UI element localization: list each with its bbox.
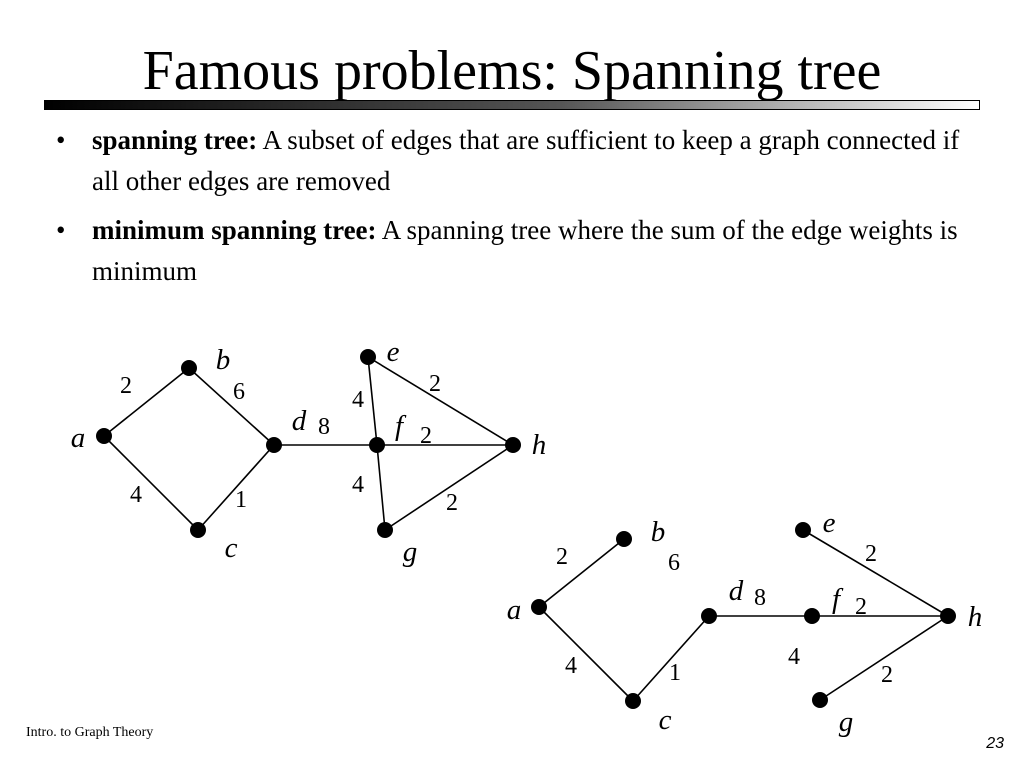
edge-weight-f-g: 4 — [352, 472, 364, 498]
edge-weight-d-f: 8 — [754, 585, 766, 611]
node-h — [940, 608, 956, 624]
edge-weight-c-d: 1 — [669, 660, 681, 686]
edge-weight-g-h: 2 — [446, 490, 458, 516]
node-d — [266, 437, 282, 453]
edge-e-f — [367, 356, 378, 446]
node-g — [812, 692, 828, 708]
node-e — [795, 522, 811, 538]
node-label-f: f — [832, 583, 844, 615]
edge-weight-a-b: 2 — [120, 373, 132, 399]
slide-number: 23 — [986, 735, 1004, 752]
node-label-g: g — [403, 536, 418, 568]
node-label-b: b — [216, 344, 231, 376]
edge-weight-g-h: 2 — [881, 662, 893, 688]
edge-g-h — [384, 444, 514, 531]
node-e — [360, 349, 376, 365]
node-b — [181, 360, 197, 376]
node-label-d: d — [292, 405, 307, 437]
edge-f-g — [376, 444, 386, 531]
edge-a-c — [538, 606, 634, 702]
edge-e-h — [367, 356, 514, 446]
bullet-text: A spanning tree where the sum of the edg… — [92, 215, 958, 286]
edge-c-d — [197, 444, 275, 531]
node-label-g: g — [839, 706, 854, 738]
bullet-spanning-tree: • spanning tree: A subset of edges that … — [56, 120, 986, 202]
node-label-b: b — [651, 516, 666, 548]
edge-weight-f-h: 2 — [420, 423, 432, 449]
node-label-c: c — [659, 704, 672, 736]
edge-e-h — [802, 529, 949, 617]
node-b — [616, 531, 632, 547]
node-label-f: f — [395, 410, 407, 442]
node-c — [625, 693, 641, 709]
slide-title: Famous problems: Spanning tree — [142, 40, 882, 102]
edge-a-b — [538, 538, 625, 608]
weight-label-near-f: 4 — [788, 644, 800, 670]
bullet-text: A subset of edges that are sufficient to… — [92, 125, 960, 196]
edge-b-d — [188, 367, 275, 446]
weight-label-near-b: 6 — [668, 550, 680, 576]
node-a — [96, 428, 112, 444]
edge-a-c — [103, 435, 199, 531]
node-a — [531, 599, 547, 615]
bullet-term: spanning tree: — [92, 125, 258, 155]
node-f — [804, 608, 820, 624]
edge-weight-a-c: 4 — [565, 653, 577, 679]
edge-a-b — [103, 367, 190, 437]
bullet-term: minimum spanning tree: — [92, 215, 377, 245]
edge-weight-e-f: 4 — [352, 387, 364, 413]
edge-weight-c-d: 1 — [235, 487, 247, 513]
node-c — [190, 522, 206, 538]
node-h — [505, 437, 521, 453]
bullet-minimum-spanning-tree: • minimum spanning tree: A spanning tree… — [56, 210, 986, 292]
edge-weight-e-h: 2 — [865, 541, 877, 567]
node-label-c: c — [225, 532, 238, 564]
bullet-glyph: • — [56, 125, 66, 155]
edge-c-d — [632, 615, 710, 702]
edge-weight-a-b: 2 — [556, 544, 568, 570]
node-d — [701, 608, 717, 624]
node-f — [369, 437, 385, 453]
edge-weight-e-h: 2 — [429, 371, 441, 397]
edge-weight-a-c: 4 — [130, 482, 142, 508]
edge-g-h — [819, 615, 949, 701]
minimum-spanning-tree: 2 4 1 8 2 2 2 6 4 a b c d e f g h — [507, 507, 983, 738]
node-label-a: a — [507, 594, 522, 626]
node-label-h: h — [968, 601, 983, 633]
edge-weight-f-h: 2 — [855, 594, 867, 620]
title-underline — [44, 100, 980, 110]
bullet-list: • spanning tree: A subset of edges that … — [56, 120, 986, 300]
edge-weight-d-f: 8 — [318, 414, 330, 440]
edge-weight-b-d: 6 — [233, 379, 245, 405]
node-label-d: d — [729, 575, 744, 607]
node-label-a: a — [71, 422, 86, 454]
node-label-h: h — [532, 429, 547, 461]
node-label-e: e — [823, 507, 836, 539]
node-label-e: e — [387, 336, 400, 368]
node-g — [377, 522, 393, 538]
bullet-glyph: • — [56, 215, 66, 245]
footer-course-title: Intro. to Graph Theory — [26, 725, 154, 740]
